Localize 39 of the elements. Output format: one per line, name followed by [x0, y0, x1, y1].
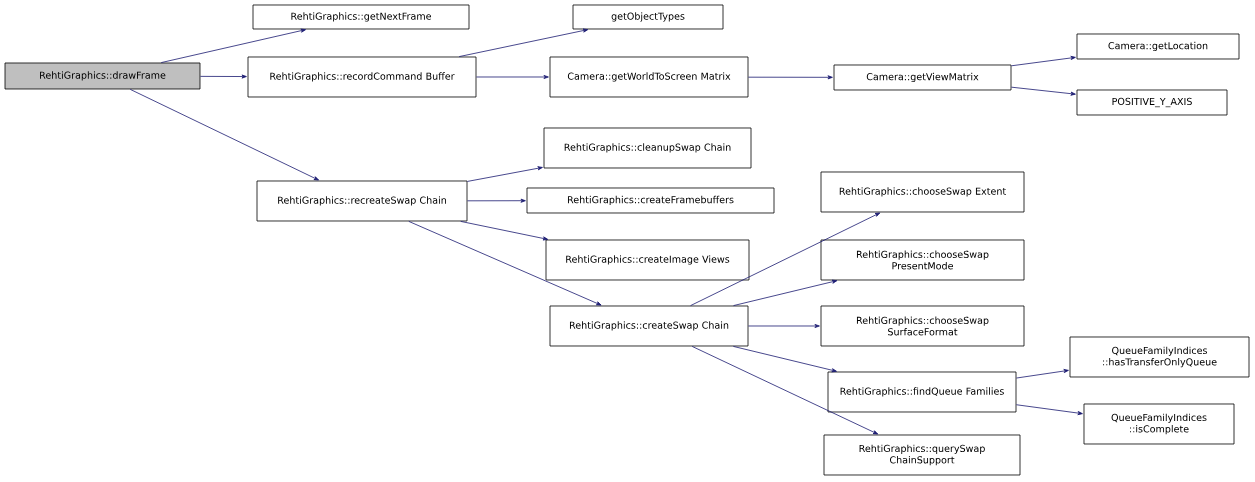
function-box: QueueFamilyIndices ::hasTransferOnlyQueue	[1069, 336, 1250, 378]
function-box: Camera::getWorldToScreen Matrix	[549, 56, 749, 98]
arrow	[467, 198, 526, 203]
function-box: QueueFamilyIndices ::isComplete	[1083, 403, 1235, 445]
function-box: RehtiGraphics::chooseSwap SurfaceFormat	[820, 305, 1025, 347]
function-box: Camera::getViewMatrix	[833, 64, 1012, 91]
function-box: RehtiGraphics::drawFrame	[4, 62, 201, 90]
arrow	[129, 89, 319, 181]
function-box: RehtiGraphics::recreateSwap Chain	[256, 180, 468, 222]
arrow	[460, 221, 549, 241]
arrow	[732, 346, 837, 373]
arrow	[458, 28, 589, 57]
arrow	[748, 75, 833, 80]
function-box: RehtiGraphics::cleanupSwap Chain	[543, 127, 752, 169]
function-box: RehtiGraphics::findQueue Families	[827, 371, 1017, 413]
arrow	[160, 28, 306, 63]
arrow	[748, 324, 820, 328]
arrow	[200, 74, 247, 79]
function-box: RehtiGraphics::getNextFrame	[252, 4, 470, 30]
function-box: Camera::getLocation	[1076, 33, 1240, 60]
arrow	[690, 212, 881, 306]
arrow	[1016, 369, 1069, 379]
function-box: POSITIVE_Y_AXIS	[1076, 89, 1228, 116]
arrow	[408, 221, 602, 306]
function-box: getObjectTypes	[572, 4, 724, 30]
arrow	[733, 279, 838, 306]
function-box: RehtiGraphics::createSwap Chain	[549, 305, 749, 347]
function-box: RehtiGraphics::createImage Views	[545, 239, 750, 281]
arrow	[1011, 55, 1076, 67]
arrow	[691, 346, 879, 435]
function-box: RehtiGraphics::chooseSwap Extent	[820, 171, 1025, 213]
function-box: RehtiGraphics::querySwap ChainSupport	[823, 434, 1021, 476]
arrow	[1016, 404, 1083, 416]
function-box: RehtiGraphics::createFramebuffers	[526, 187, 775, 214]
function-box: RehtiGraphics::chooseSwap PresentMode	[820, 239, 1025, 281]
arrow	[476, 74, 549, 79]
arrow	[467, 166, 543, 182]
function-box: RehtiGraphics::recordCommand Buffer	[247, 56, 477, 98]
arrow	[1011, 86, 1076, 96]
